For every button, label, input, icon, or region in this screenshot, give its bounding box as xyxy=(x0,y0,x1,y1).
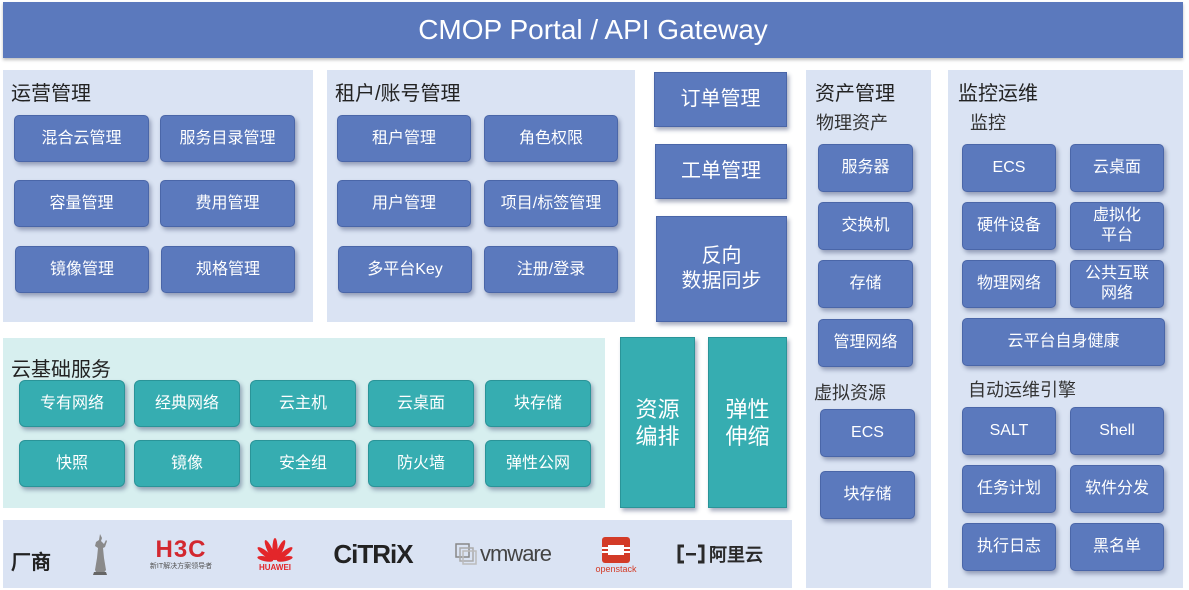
automation-item-shell[interactable]: Shell xyxy=(1070,407,1164,455)
ops-item-image[interactable]: 镜像管理 xyxy=(15,246,149,293)
ops-title: 运营管理 xyxy=(11,83,91,105)
order-management-button[interactable]: 订单管理 xyxy=(654,72,787,127)
monitor-item-ecs[interactable]: ECS xyxy=(962,144,1056,192)
cloud-item-vpc[interactable]: 专有网络 xyxy=(19,380,125,427)
huawei-logo-text: HUAWEI xyxy=(259,563,291,572)
aliyun-logo-text: 阿里云 xyxy=(709,545,763,565)
portal-header: CMOP Portal / API Gateway xyxy=(3,2,1183,58)
cloud-item-desktop[interactable]: 云桌面 xyxy=(368,380,474,427)
openstack-logo: openstack xyxy=(591,532,641,578)
cloud-base-title: 云基础服务 xyxy=(11,359,111,381)
tenant-item-register-login[interactable]: 注册/登录 xyxy=(484,246,618,293)
citrix-logo-text: CiTRiX xyxy=(333,538,413,569)
assets-panel: 资产管理 物理资产 服务器 交换机 存储 管理网络 虚拟资源 ECS 块存储 xyxy=(806,70,931,588)
monitor-panel: 监控运维 监控 ECS 云桌面 硬件设备 虚拟化 平台 物理网络 公共互联 网络… xyxy=(948,70,1183,588)
physical-assets-title: 物理资产 xyxy=(816,113,888,133)
h3c-logo: H3C 新IT解决方案领导者 xyxy=(141,534,221,574)
virtual-resources-title: 虚拟资源 xyxy=(814,383,886,403)
tenant-title: 租户/账号管理 xyxy=(335,83,461,105)
monitor-item-desktop[interactable]: 云桌面 xyxy=(1070,144,1164,192)
ops-item-spec[interactable]: 规格管理 xyxy=(161,246,295,293)
monitor-item-virtualization[interactable]: 虚拟化 平台 xyxy=(1070,202,1164,250)
ops-item-capacity[interactable]: 容量管理 xyxy=(14,180,149,227)
automation-engine-title: 自动运维引擎 xyxy=(968,380,1076,400)
auto-scaling-button[interactable]: 弹性 伸缩 xyxy=(708,337,787,508)
assets-title: 资产管理 xyxy=(815,83,895,105)
ops-item-hybrid-cloud[interactable]: 混合云管理 xyxy=(14,115,149,162)
vmware-logo-text: vmware xyxy=(479,541,552,566)
monitor-item-physical-network[interactable]: 物理网络 xyxy=(962,260,1056,308)
tenant-panel: 租户/账号管理 租户管理 角色权限 用户管理 项目/标签管理 多平台Key 注册… xyxy=(327,70,635,322)
tenant-item-user[interactable]: 用户管理 xyxy=(337,180,471,227)
cloud-item-block-storage[interactable]: 块存储 xyxy=(485,380,591,427)
h3c-logo-caption: 新IT解决方案领导者 xyxy=(149,562,213,570)
asset-item-server[interactable]: 服务器 xyxy=(818,144,913,192)
tenant-item-tenant[interactable]: 租户管理 xyxy=(337,115,471,162)
h3c-logo-text: H3C xyxy=(155,535,207,563)
tenant-item-project-tag[interactable]: 项目/标签管理 xyxy=(484,180,618,227)
cloud-item-firewall[interactable]: 防火墙 xyxy=(368,440,474,487)
asset-item-storage[interactable]: 存储 xyxy=(818,260,913,308)
citrix-logo: CiTRiX xyxy=(328,534,418,574)
portal-title: CMOP Portal / API Gateway xyxy=(418,14,768,45)
automation-item-software-distribution[interactable]: 软件分发 xyxy=(1070,465,1164,513)
ops-panel: 运营管理 混合云管理 服务目录管理 容量管理 费用管理 镜像管理 规格管理 xyxy=(3,70,313,322)
vendors-panel: 厂商 H3C 新IT解决方案领导者 HUAWEI CiTRiX xyxy=(3,520,792,588)
cloud-base-panel: 云基础服务 专有网络 经典网络 云主机 云桌面 块存储 快照 镜像 安全组 防火… xyxy=(3,338,605,508)
resource-orchestration-button[interactable]: 资源 编排 xyxy=(620,337,695,508)
cloud-item-snapshot[interactable]: 快照 xyxy=(19,440,125,487)
tenant-item-role[interactable]: 角色权限 xyxy=(484,115,618,162)
asset-item-mgmt-network[interactable]: 管理网络 xyxy=(818,319,913,367)
automation-item-blacklist[interactable]: 黑名单 xyxy=(1070,523,1164,571)
tenant-item-multi-key[interactable]: 多平台Key xyxy=(338,246,472,293)
vmware-logo: vmware xyxy=(449,534,557,574)
aliyun-logo: 阿里云 xyxy=(675,536,765,572)
monitor-item-platform-health[interactable]: 云平台自身健康 xyxy=(962,318,1165,366)
monitor-title: 监控运维 xyxy=(958,83,1038,105)
cloud-item-image[interactable]: 镜像 xyxy=(134,440,240,487)
reverse-data-sync-button[interactable]: 反向 数据同步 xyxy=(656,216,787,322)
monitor-item-hardware[interactable]: 硬件设备 xyxy=(962,202,1056,250)
huawei-logo: HUAWEI xyxy=(251,532,299,578)
cloud-item-security-group[interactable]: 安全组 xyxy=(250,440,356,487)
asset-item-block-storage[interactable]: 块存储 xyxy=(820,471,915,519)
automation-item-execution-log[interactable]: 执行日志 xyxy=(962,523,1056,571)
ops-item-service-catalog[interactable]: 服务目录管理 xyxy=(160,115,295,162)
automation-item-task-schedule[interactable]: 任务计划 xyxy=(962,465,1056,513)
statue-logo xyxy=(85,530,115,578)
automation-item-salt[interactable]: SALT xyxy=(962,407,1056,455)
monitoring-title: 监控 xyxy=(970,113,1006,133)
asset-item-switch[interactable]: 交换机 xyxy=(818,202,913,250)
asset-item-ecs[interactable]: ECS xyxy=(820,409,915,457)
cloud-item-vm[interactable]: 云主机 xyxy=(250,380,356,427)
monitor-item-public-internet[interactable]: 公共互联 网络 xyxy=(1070,260,1164,308)
cloud-item-eip[interactable]: 弹性公网 xyxy=(485,440,591,487)
cloud-item-classic-network[interactable]: 经典网络 xyxy=(134,380,240,427)
openstack-logo-text: openstack xyxy=(595,563,637,574)
ticket-management-button[interactable]: 工单管理 xyxy=(655,144,787,199)
vendors-title: 厂商 xyxy=(11,552,51,574)
ops-item-billing[interactable]: 费用管理 xyxy=(160,180,295,227)
